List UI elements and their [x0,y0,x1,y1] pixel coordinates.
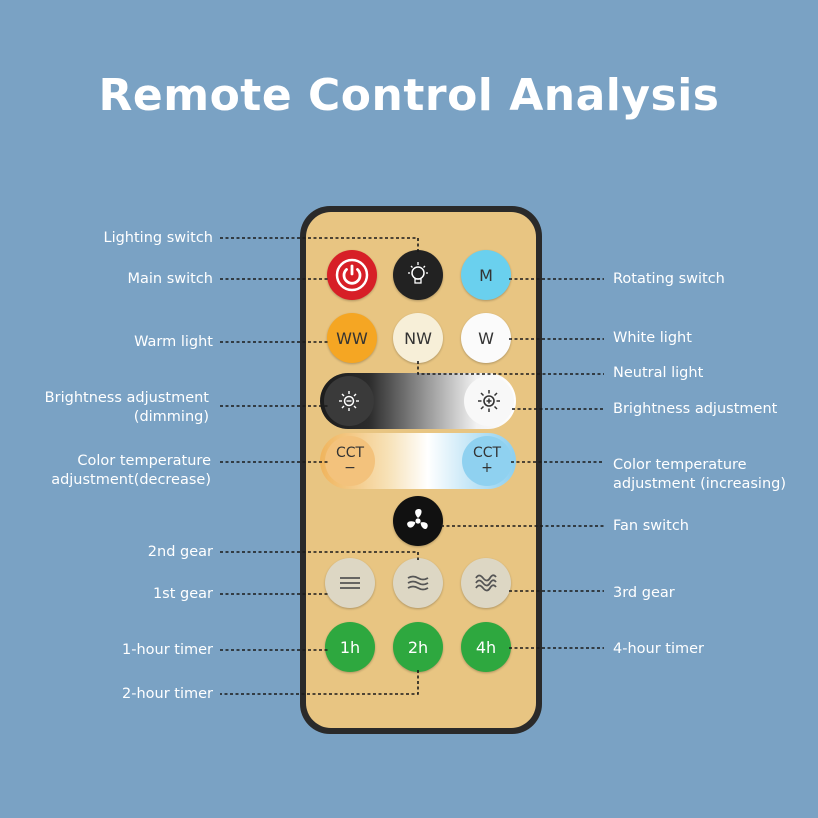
label-first-gear: 1st gear [153,585,213,604]
label-four-hour-timer: 4-hour timer [613,640,704,659]
label-neutral-light: Neutral light [613,364,703,383]
label-second-gear: 2nd gear [148,543,213,562]
label-white-light: White light [613,329,692,348]
label-fan-switch: Fan switch [613,517,689,536]
label-lighting-switch: Lighting switch [103,229,213,248]
label-cct-increase-line2: adjustment (increasing) [613,475,786,494]
label-brightness-dimming-line1: Brightness adjustment [45,389,209,408]
label-cct-decrease-line2: adjustment(decrease) [51,471,211,490]
label-cct-decrease-line1: Color temperature [51,452,211,471]
label-brightness-dimming-line2: (dimming) [45,408,209,427]
label-one-hour-timer: 1-hour timer [122,641,213,660]
label-rotating-switch: Rotating switch [613,270,725,289]
label-cct-increase-line1: Color temperature [613,456,786,475]
label-third-gear: 3rd gear [613,584,675,603]
label-main-switch: Main switch [127,270,213,289]
label-two-hour-timer: 2-hour timer [122,685,213,704]
label-brightness-adjustment: Brightness adjustment [613,400,777,419]
label-brightness-dimming: Brightness adjustment (dimming) [45,389,209,427]
label-cct-decrease: Color temperature adjustment(decrease) [51,452,211,490]
label-warm-light: Warm light [134,333,213,352]
label-cct-increase: Color temperature adjustment (increasing… [613,456,786,494]
